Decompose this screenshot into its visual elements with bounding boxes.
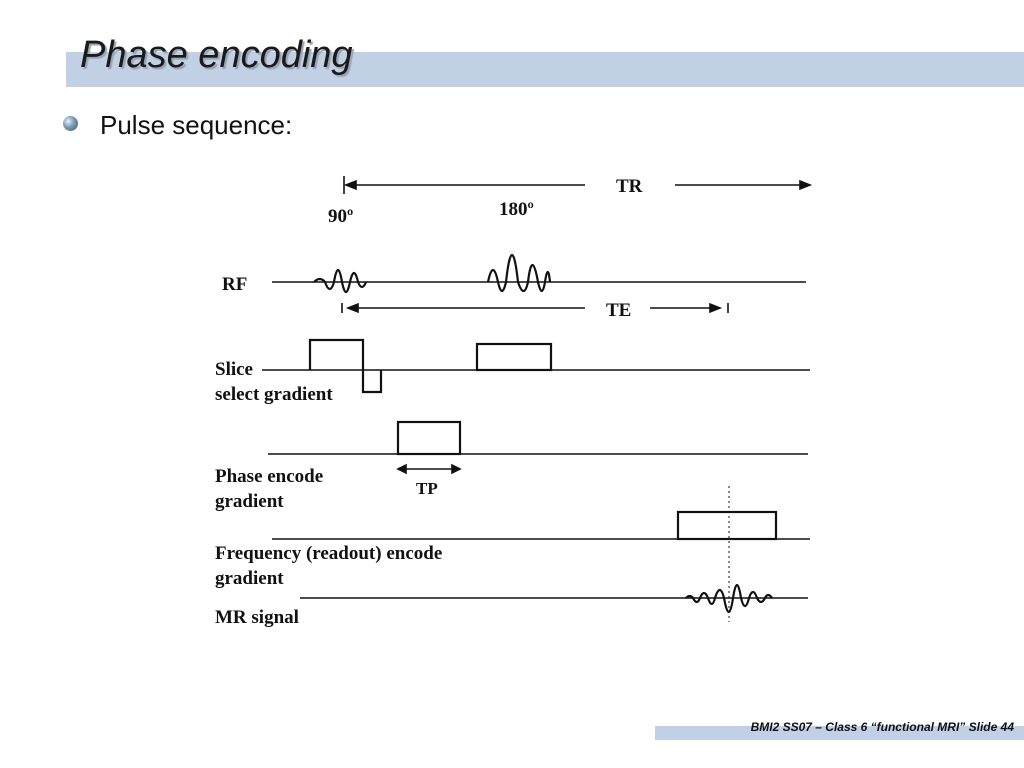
readout-pulse (676, 510, 778, 541)
freq-label-1: Frequency (readout) encode (215, 543, 442, 564)
slice-label-1: Slice (215, 359, 253, 380)
tp-arrowhead-right (451, 463, 462, 475)
freq-label-2: gradient (215, 568, 284, 589)
te-arrowhead-left (345, 302, 359, 314)
title-bar (66, 52, 1024, 87)
tp-label: TP (416, 479, 438, 498)
phase-label-1: Phase encode (215, 466, 323, 487)
tr-label: TR (616, 176, 643, 197)
slide-title: Phase encoding (80, 34, 353, 76)
phase-label-2: gradient (215, 491, 284, 512)
phase-encode-pulse (396, 420, 462, 456)
slice-gradient-lobes (308, 338, 383, 394)
rf-label: RF (222, 274, 247, 295)
pulse-180-label: 180º (499, 199, 534, 220)
rf-90-pulse (313, 268, 368, 294)
te-label: TE (606, 300, 631, 321)
pulse-sequence-diagram: TR 90º 180º TE RF Slice select gradient … (215, 176, 813, 628)
footer-bar (655, 726, 1024, 740)
bullet-text: Pulse sequence: (100, 110, 293, 140)
rf-180-pulse (486, 254, 552, 293)
slide-footer: BMI2 SS07 – Class 6 “functional MRI” Sli… (750, 720, 1014, 734)
pulse-90-label: 90º (328, 206, 353, 227)
tr-arrowhead-left (343, 179, 357, 191)
mr-signal-label: MR signal (215, 607, 299, 628)
bullet-icon (63, 116, 78, 131)
slice-refocus-pulse (475, 342, 553, 372)
tp-arrowhead-left (396, 463, 407, 475)
te-arrowhead-right (709, 302, 723, 314)
mr-echo-signal (685, 583, 773, 614)
slice-label-2: select gradient (215, 384, 333, 405)
tr-arrowhead-right (799, 179, 813, 191)
